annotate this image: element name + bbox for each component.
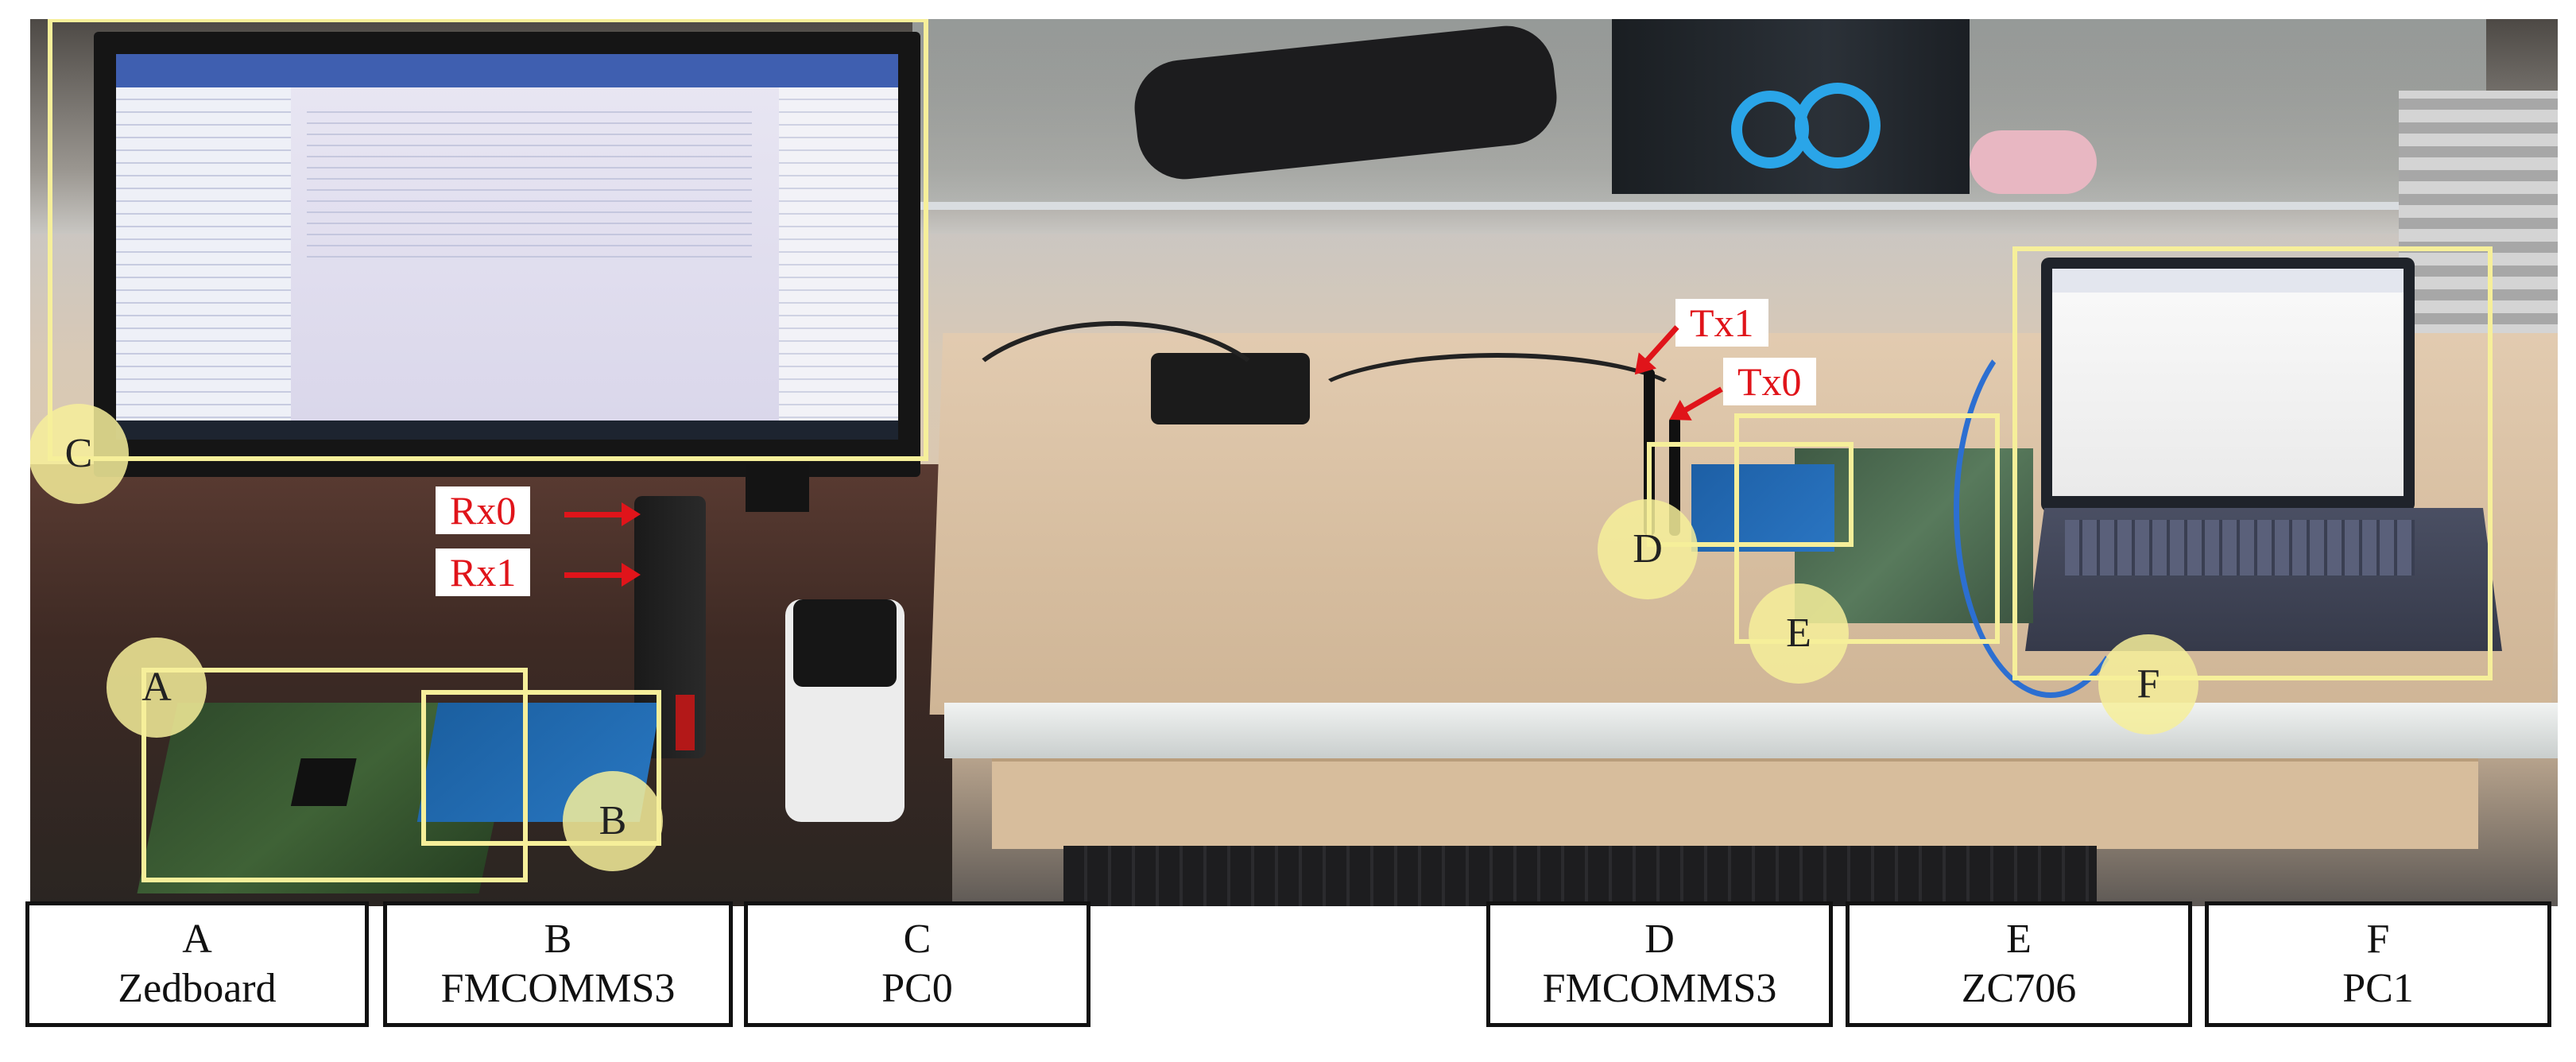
marker-a: A <box>107 638 207 738</box>
marker-e: E <box>1749 583 1849 684</box>
legend-box-c: C PC0 <box>744 901 1090 1027</box>
legend-letter: A <box>182 917 212 962</box>
arrow-rx1 <box>564 563 641 587</box>
gpu-box <box>1612 19 1970 194</box>
highlight-box-f <box>2012 246 2493 680</box>
legend-letter: D <box>1644 917 1675 962</box>
marker-f: F <box>2098 634 2198 734</box>
legend-letter: B <box>544 917 572 962</box>
legend-box-a: A Zedboard <box>25 901 369 1027</box>
legend-label: PC1 <box>2342 966 2414 1011</box>
legend-letter: E <box>2006 917 2032 962</box>
highlight-box-a <box>141 668 528 882</box>
legend-box-d: D FMCOMMS3 <box>1486 901 1833 1027</box>
highlight-box-b <box>421 690 661 846</box>
legend-label: PC0 <box>881 966 953 1011</box>
power-cable-2 <box>1302 353 1693 458</box>
monitor-screen <box>116 54 898 440</box>
tag-tx0: Tx0 <box>1723 358 1816 405</box>
marker-c: C <box>30 404 129 504</box>
legend-label: FMCOMMS3 <box>1542 966 1777 1011</box>
keyboard <box>1063 846 2097 906</box>
highlight-box-c <box>48 19 928 461</box>
legend-label: Zedboard <box>118 966 277 1011</box>
lab-setup-photo: C A B D E F Tx1 Tx0 Rx0 Rx1 <box>30 19 2558 906</box>
marker-b: B <box>563 771 663 871</box>
monitor-stand <box>746 464 809 512</box>
marker-d: D <box>1598 499 1698 599</box>
power-plug <box>793 599 897 687</box>
legend-letter: C <box>903 917 932 962</box>
power-cable <box>944 321 1288 521</box>
legend-box-e: E ZC706 <box>1846 901 2192 1027</box>
legend-label: FMCOMMS3 <box>440 966 676 1011</box>
tag-rx0: Rx0 <box>436 486 531 534</box>
legend-letter: F <box>2366 917 2390 962</box>
desk-front-panel <box>992 758 2478 849</box>
highlight-box-e <box>1734 413 2000 644</box>
ethernet-cable <box>1954 321 2148 698</box>
arrow-rx0 <box>564 502 641 526</box>
legend-box-b: B FMCOMMS3 <box>383 901 733 1027</box>
fmcomms3-board-d <box>1691 464 1834 552</box>
highlight-box-d <box>1647 442 1854 547</box>
tag-rx1: Rx1 <box>436 548 531 596</box>
monitor <box>94 32 920 477</box>
legend-box-f: F PC1 <box>2205 901 2551 1027</box>
tag-tx1: Tx1 <box>1675 299 1768 347</box>
desk-edge <box>944 703 2558 758</box>
pink-object <box>1970 130 2097 194</box>
legend-label: ZC706 <box>1961 966 2077 1011</box>
